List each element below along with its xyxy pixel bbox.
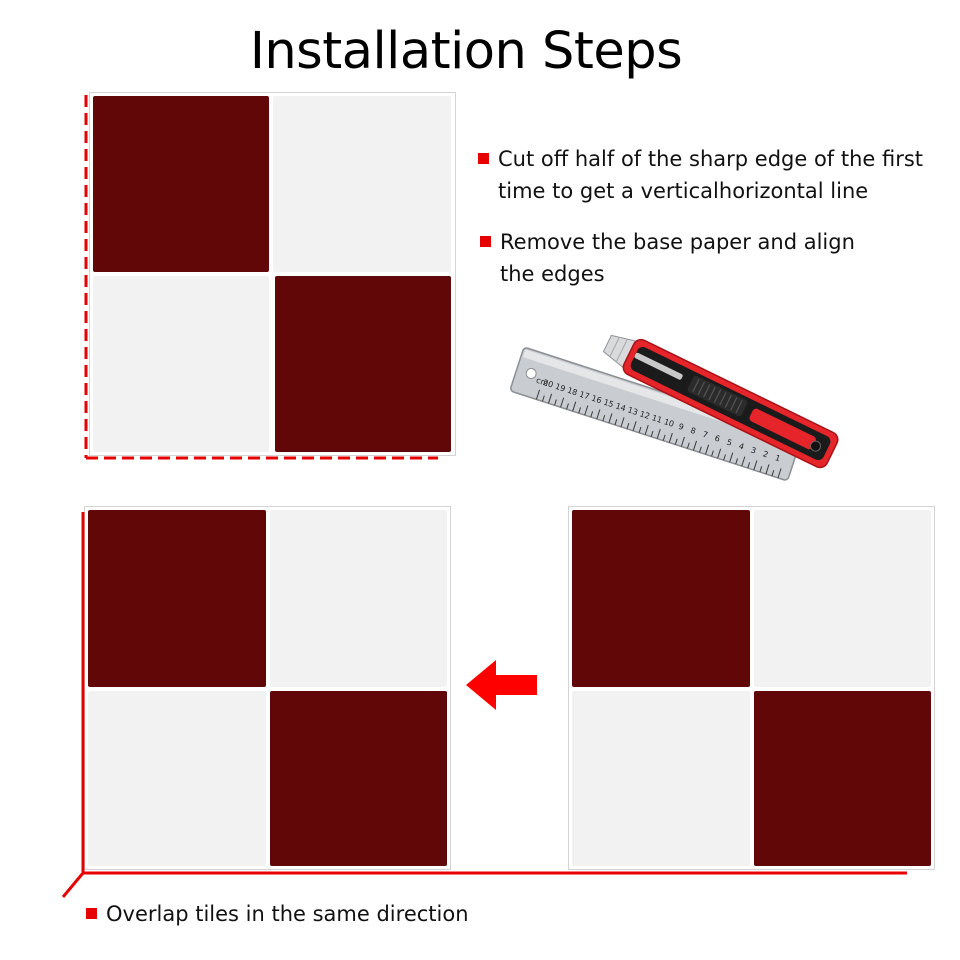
step-text: Overlap tiles in the same direction [106, 902, 469, 926]
ruler-tick [765, 464, 770, 475]
ruler-tick [692, 440, 697, 451]
tile-bottom-left [84, 506, 451, 870]
tile-square-dark [88, 510, 266, 687]
ruler-tick [650, 430, 654, 437]
tile-square-light [93, 276, 269, 452]
ruler-unit-label: cm [535, 376, 550, 388]
tile-square-dark [93, 96, 269, 272]
ruler-tick [608, 413, 613, 424]
ruler-tick-label: 11 [651, 413, 663, 425]
ruler-tick [638, 426, 642, 433]
tile-square-dark [754, 691, 931, 866]
ruler-tick-label: 14 [614, 401, 626, 413]
ruler-tick [656, 428, 661, 439]
ruler-tick [729, 452, 734, 463]
ruler-tick [771, 470, 775, 477]
ruler-tick [723, 454, 726, 461]
bullet-square-icon [86, 908, 97, 919]
ruler-tick [572, 401, 577, 412]
utility-knife-icon [602, 334, 839, 469]
ruler-tick [560, 397, 565, 408]
page-title: Installation Steps [249, 22, 683, 81]
ruler-tick [596, 409, 601, 420]
ruler-tick [735, 458, 739, 465]
ruler-tick-label: 3 [750, 445, 758, 455]
bullet-square-icon [478, 153, 489, 164]
ruler-tick [644, 425, 649, 435]
ruler-tick [632, 421, 637, 431]
tile-bottom-right [568, 506, 935, 870]
ruler-tick [674, 438, 678, 445]
step-overlap: Overlap tiles in the same direction [86, 898, 606, 930]
ruler-tick-label: 2 [762, 449, 770, 459]
ruler-tick [541, 395, 545, 402]
ruler-tick [590, 411, 594, 418]
ruler-tick-label: 4 [738, 441, 746, 451]
ruler-tick-label: 16 [590, 394, 602, 406]
solid-guide-diagonal [61, 872, 85, 898]
tile-square-dark [572, 510, 750, 687]
ruler-tick-label: 18 [566, 386, 578, 398]
tile-square-dark [270, 691, 447, 866]
ruler-tick-label: 13 [626, 405, 638, 417]
ruler-tick [753, 460, 758, 471]
ruler-tick-label: 1 [774, 453, 782, 463]
ruler-tick [777, 468, 782, 479]
ruler-tick [554, 399, 557, 406]
ruler-tick-label: 12 [639, 409, 651, 421]
ruler-tick-label: 8 [689, 426, 697, 436]
ruler-tick [662, 434, 666, 441]
ruler-tick-label: 17 [578, 390, 590, 402]
arrow-left-icon [466, 660, 537, 710]
ruler-tick [747, 462, 751, 469]
tile-top [89, 92, 456, 456]
tile-square-light [273, 96, 451, 272]
step-cut-edge: Cut off half of the sharp edge of the fi… [478, 143, 948, 207]
ruler-tick [705, 444, 710, 455]
ruler-tick [668, 432, 673, 443]
ruler-tick [711, 450, 714, 457]
step-remove-paper: Remove the base paper and align the edge… [480, 226, 890, 290]
bullet-square-icon [480, 236, 491, 247]
ruler-tick [602, 415, 606, 422]
ruler-tick [566, 403, 569, 410]
ruler-tick [584, 405, 589, 416]
tile-square-light [754, 510, 931, 687]
ruler-tick [686, 442, 690, 449]
ruler-tick [548, 393, 553, 404]
tile-square-light [572, 691, 750, 866]
ruler-tick [680, 436, 685, 447]
ruler-tick-label: 15 [602, 398, 614, 410]
ruler-tick-label: 10 [663, 417, 675, 429]
step-text: Remove the base paper and align the edge… [500, 230, 855, 286]
ruler-tick [535, 389, 540, 400]
step-text: Cut off half of the sharp edge of the fi… [498, 147, 924, 203]
ruler-tick-label: 20 [542, 378, 554, 390]
ruler-tick [717, 448, 722, 459]
ruler-tick [759, 466, 763, 473]
ruler-tick [698, 446, 702, 453]
ruler-tick-label: 19 [554, 382, 566, 394]
ruler-tick [626, 422, 630, 429]
ruler-tick-label: 6 [713, 434, 721, 444]
ruler-tick [741, 456, 746, 467]
tile-square-light [88, 691, 266, 866]
ruler-tick-label: 9 [677, 422, 685, 432]
ruler-tick-label: 7 [701, 430, 709, 440]
ruler-tick [620, 417, 625, 428]
tile-square-dark [275, 276, 451, 452]
ruler-tick [614, 419, 618, 426]
ruler-tick-label: 5 [726, 438, 734, 448]
ruler-tick [578, 407, 582, 414]
tile-square-light [270, 510, 447, 687]
